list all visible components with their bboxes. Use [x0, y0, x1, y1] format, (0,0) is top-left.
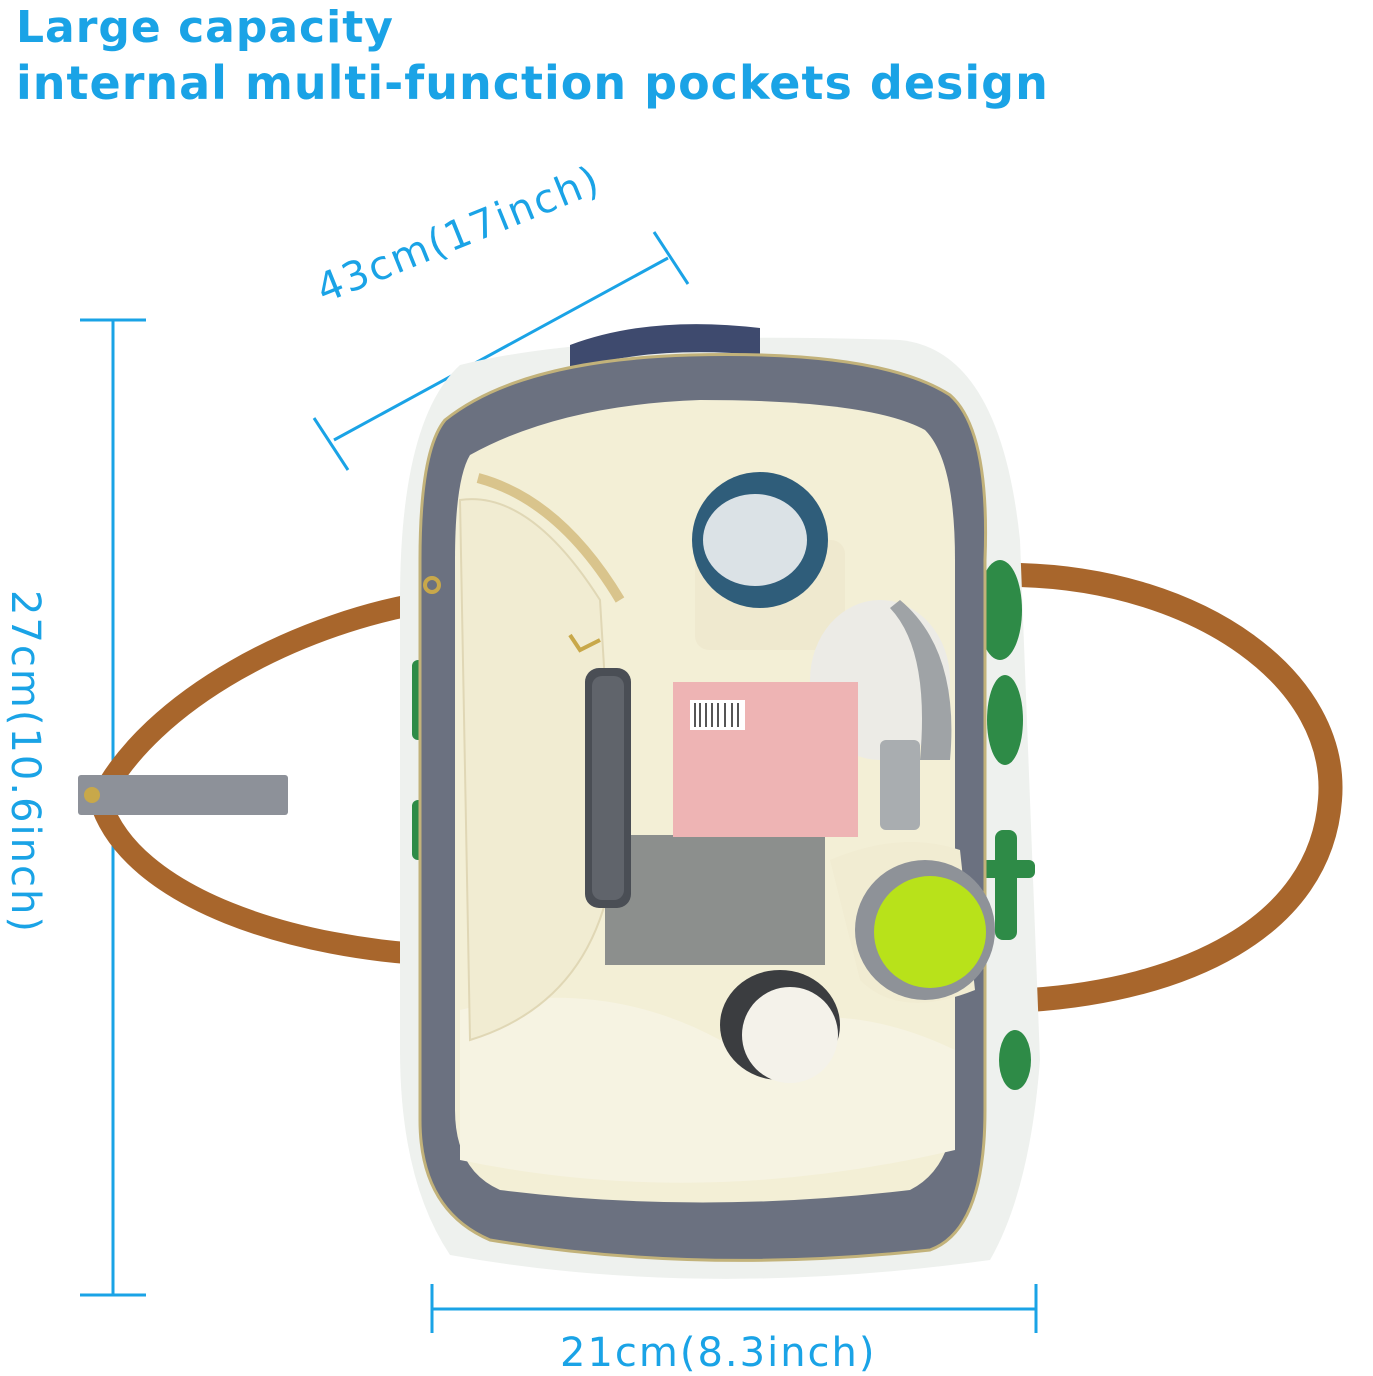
width-dimension-line	[430, 1284, 1038, 1333]
phone	[585, 668, 631, 908]
insulated-bottle	[720, 970, 840, 1083]
tissue-pack-pink	[673, 682, 858, 837]
right-handle-strap	[1019, 563, 1343, 1012]
baby-bottle-blue	[692, 472, 845, 650]
width-dimension-label: 21cm(8.3inch)	[560, 1330, 877, 1376]
headline-line-1: Large capacity	[16, 2, 394, 53]
headline-line-2: internal multi-function pockets design	[16, 56, 1049, 110]
left-handle-strap	[78, 589, 442, 966]
key-hook	[423, 576, 601, 653]
green-bottle	[830, 740, 995, 1003]
depth-dimension-line	[312, 231, 690, 471]
height-dimension-label: 27cm(10.6inch)	[2, 590, 48, 934]
